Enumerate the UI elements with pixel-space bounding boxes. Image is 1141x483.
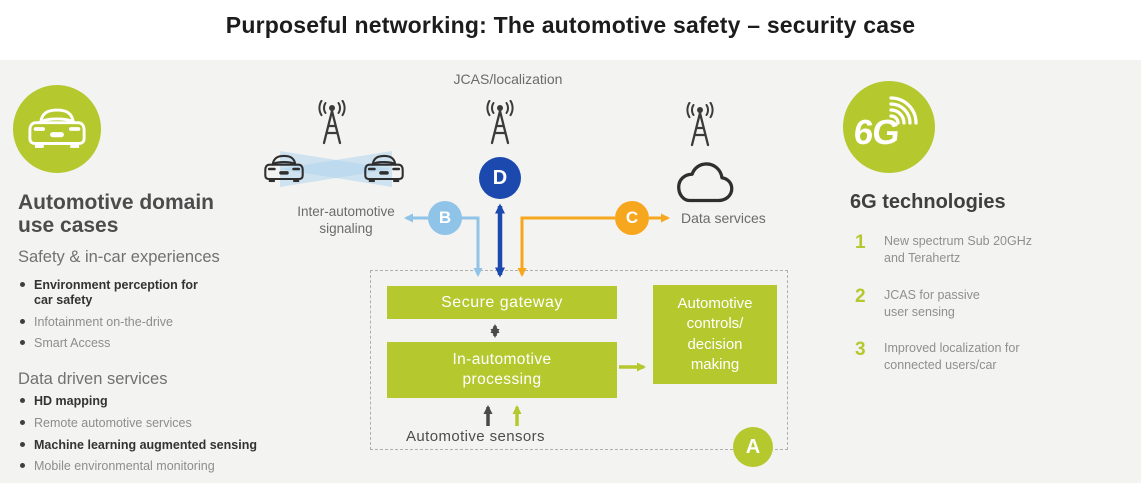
- data-services-section-heading: Data driven services: [18, 370, 168, 388]
- bullet-dot: [20, 398, 25, 403]
- bullet-dot: [20, 282, 25, 287]
- in-automotive-processing-box: In-automotive processing: [387, 342, 617, 398]
- list-item-label: Remote automotive services: [34, 415, 192, 430]
- list-item: Remote automotive services: [20, 416, 320, 431]
- list-item-label: Infotainment on-the-drive: [34, 314, 173, 329]
- data-services-label: Data services: [681, 210, 766, 226]
- antenna-icon: [686, 102, 714, 147]
- bullet-dot: [20, 441, 25, 447]
- cloud-icon: [677, 162, 734, 203]
- tech-item-number: 2: [855, 286, 866, 307]
- car-icon: [28, 108, 86, 148]
- badge-c: C: [615, 201, 649, 235]
- automotive-badge: [13, 85, 101, 173]
- in-automotive-processing-label: In-automotive processing: [452, 350, 552, 388]
- list-item: Environment perception for car safety: [20, 278, 220, 308]
- automotive-controls-label: Automotive controls/ decision making: [677, 295, 753, 373]
- sixg-badge: 6G: [843, 81, 935, 173]
- inter-automotive-signaling-label: Inter-automotive signaling: [297, 204, 395, 236]
- v2v-beam: [280, 151, 392, 187]
- tech-item: 1 New spectrum Sub 20GHz and Terahertz: [855, 233, 1056, 267]
- tech-item-number: 1: [855, 232, 866, 253]
- jcas-localization-label: JCAS/localization: [453, 71, 563, 87]
- tech-item: 2 JCAS for passive user sensing: [855, 287, 999, 321]
- automotive-sensors-label: Automotive sensors: [406, 428, 545, 445]
- left-panel-heading: Automotive domain use cases: [18, 191, 215, 238]
- slide-title: Purposeful networking: The automotive sa…: [225, 12, 916, 38]
- safety-section-heading: Safety & in-car experiences: [18, 248, 220, 266]
- badge-a: A: [733, 427, 773, 467]
- wifi-arcs-icon: [889, 96, 918, 125]
- list-item-label: Environment perception for car safety: [34, 278, 198, 307]
- bullet-dot: [20, 318, 25, 324]
- data-services-bullet-list: HD mapping Remote automotive services Ma…: [20, 394, 320, 481]
- list-item-label: Machine learning augmented sensing: [34, 437, 257, 452]
- secure-gateway-box: Secure gateway: [387, 286, 617, 319]
- list-item-label: HD mapping: [34, 394, 108, 408]
- list-item-label: Smart Access: [34, 336, 111, 351]
- tech-item: 3 Improved localization for connected us…: [855, 340, 1052, 374]
- list-item: HD mapping: [20, 394, 320, 409]
- antenna-icon: [486, 100, 514, 145]
- list-item: Machine learning augmented sensing: [20, 438, 320, 453]
- list-item: Infotainment on-the-drive: [20, 315, 220, 330]
- tech-item-number: 3: [855, 339, 866, 360]
- badge-b: B: [428, 201, 462, 235]
- list-item: Smart Access: [20, 336, 220, 351]
- tech-item-label: JCAS for passive user sensing: [884, 288, 980, 319]
- bullet-dot: [20, 463, 25, 469]
- list-item-label: Mobile environmental monitoring: [34, 459, 215, 474]
- car-icon: [264, 154, 304, 183]
- tech-item-label: New spectrum Sub 20GHz and Terahertz: [884, 234, 1032, 265]
- secure-gateway-label: Secure gateway: [441, 293, 563, 311]
- bullet-dot: [20, 340, 25, 346]
- automotive-controls-box: Automotive controls/ decision making: [653, 285, 777, 384]
- safety-bullet-list: Environment perception for car safety In…: [20, 278, 220, 358]
- right-panel-heading: 6G technologies: [850, 191, 1006, 213]
- car-icon: [364, 154, 404, 183]
- bullet-dot: [20, 419, 25, 425]
- list-item: Mobile environmental monitoring: [20, 459, 320, 474]
- antenna-icon: [318, 100, 346, 145]
- tech-item-label: Improved localization for connected user…: [884, 341, 1020, 372]
- badge-d: D: [479, 157, 521, 199]
